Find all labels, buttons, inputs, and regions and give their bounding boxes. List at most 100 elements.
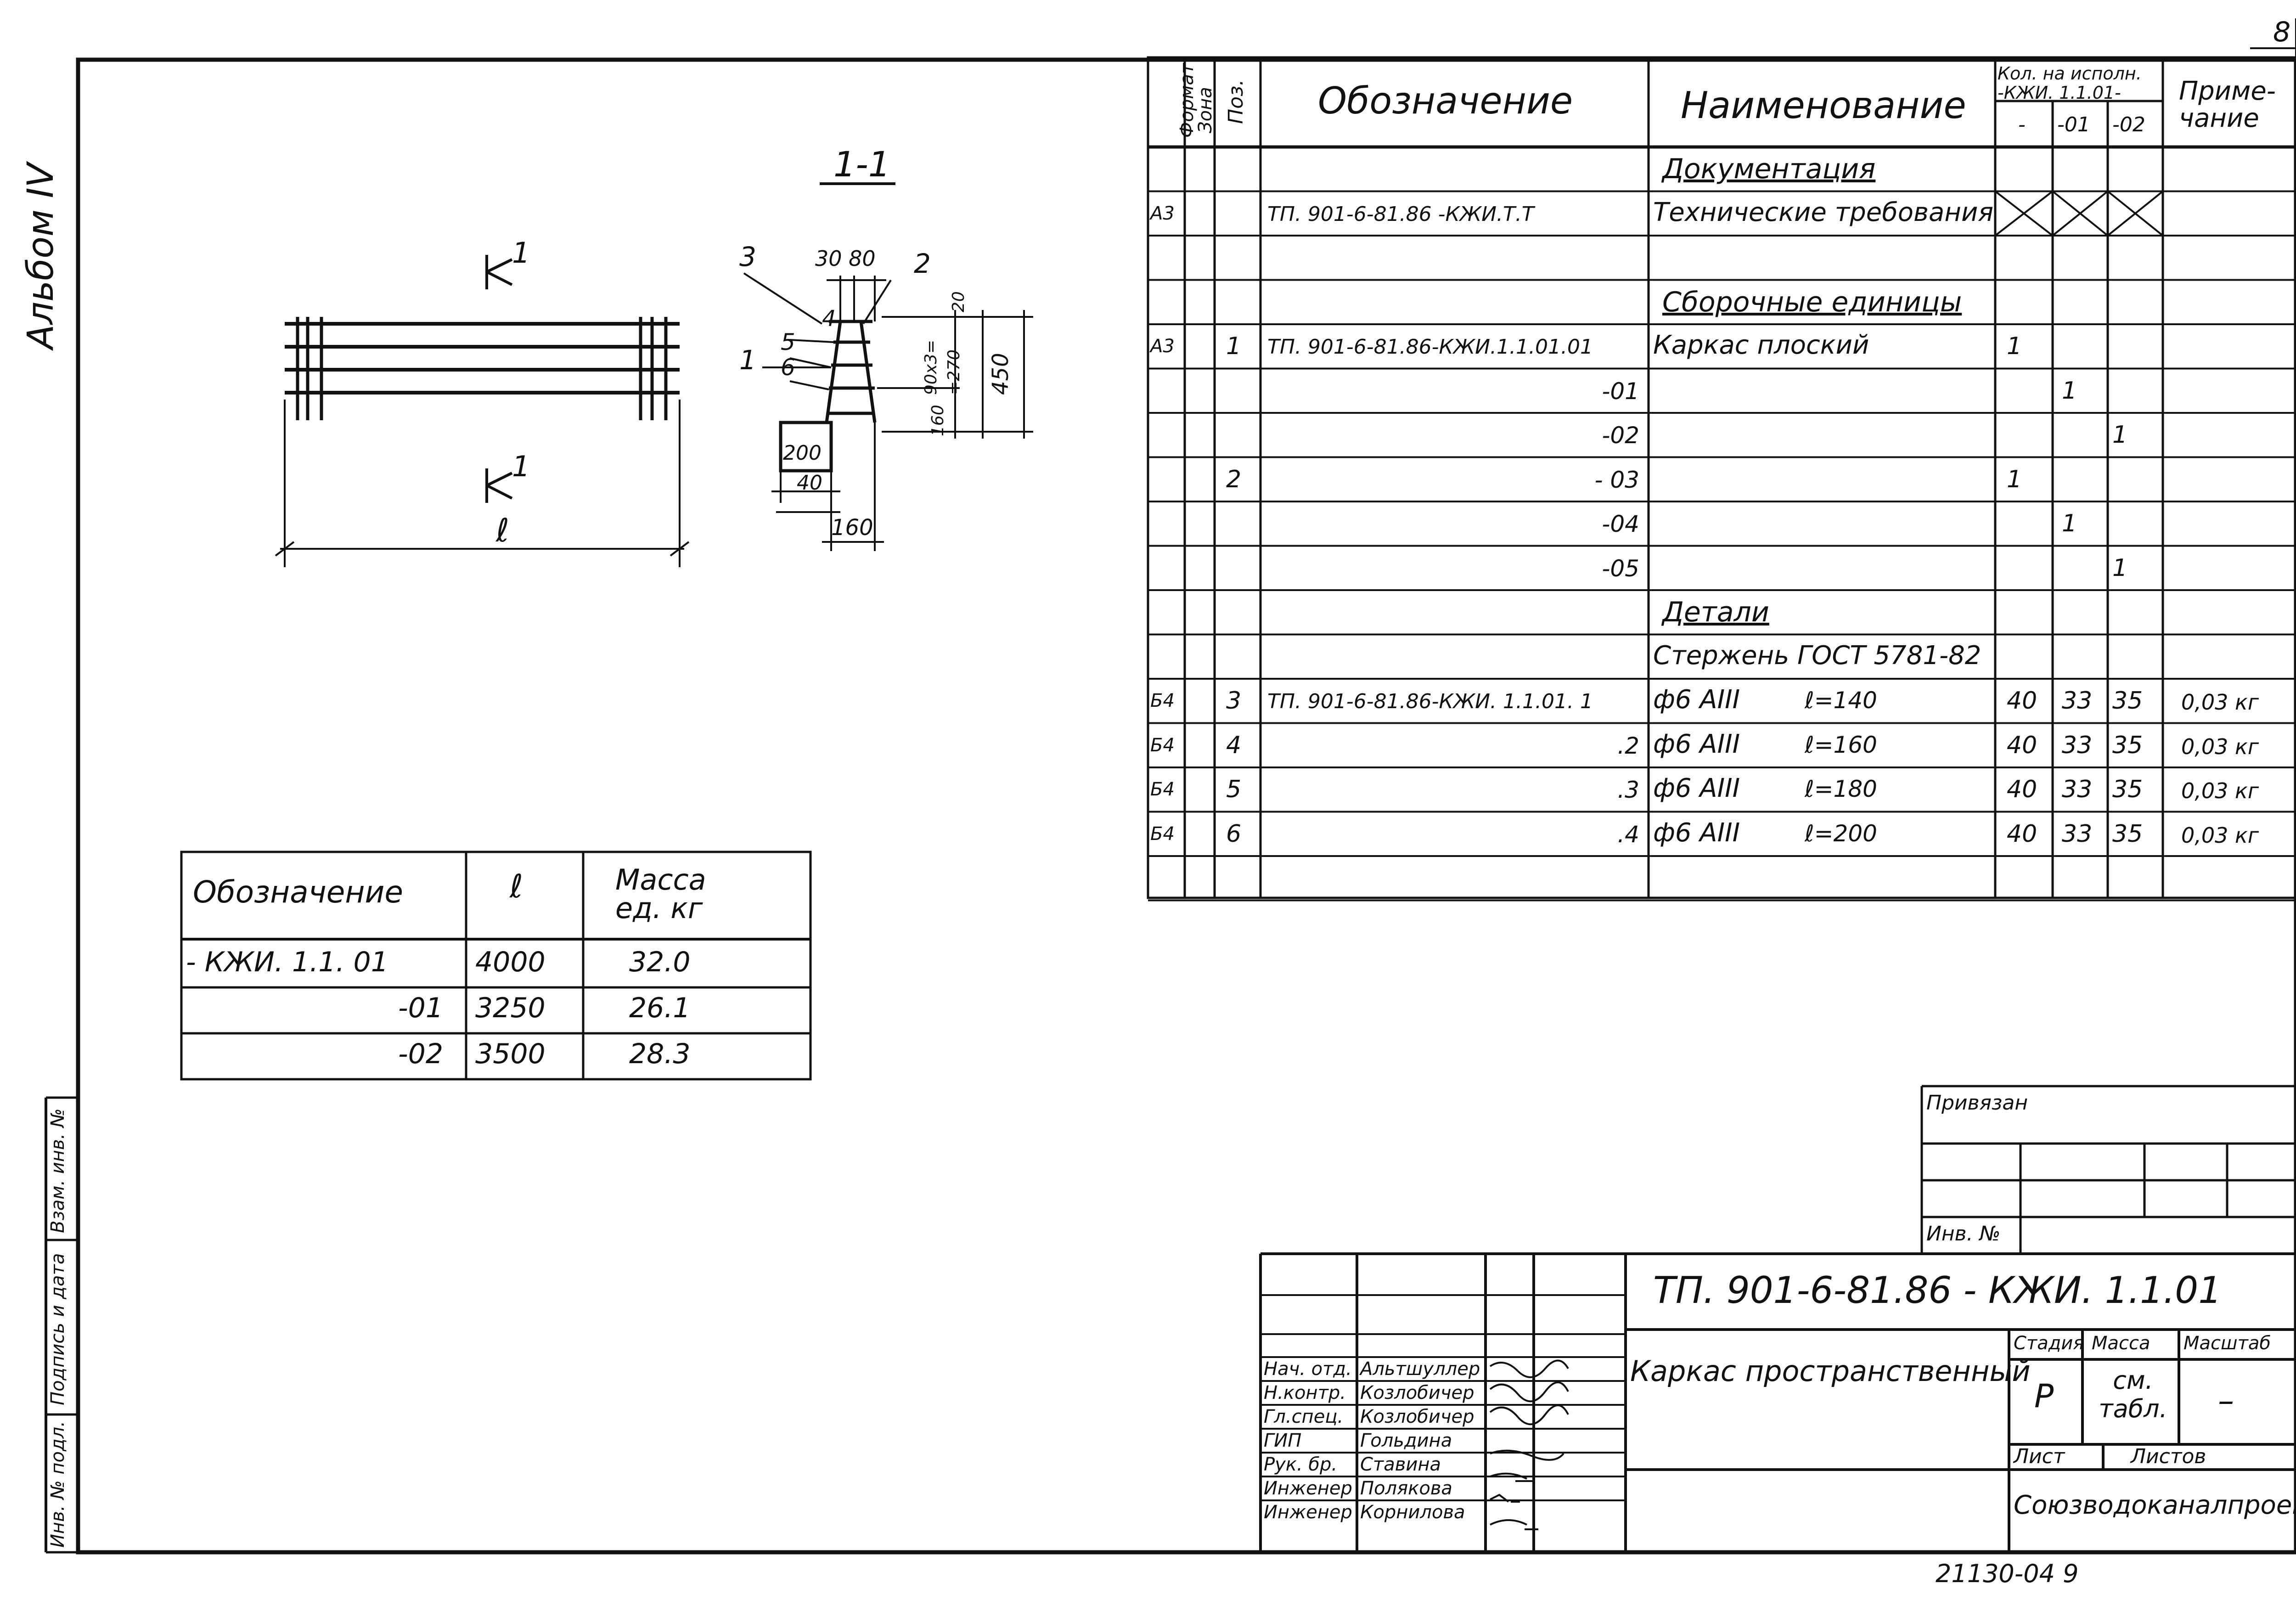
section-pos-4: 4 xyxy=(822,306,836,332)
spec-cell-name: Сборочные единицы xyxy=(1662,286,1962,318)
spec-cell-name: Каркас плоский xyxy=(1653,330,1869,360)
page-number: 8 xyxy=(2273,16,2291,48)
staff-role: Инженер xyxy=(1264,1478,1352,1499)
section-dim-top: 30 80 xyxy=(815,246,876,271)
spec-cross-line xyxy=(2052,190,2109,237)
mass-label: Масса xyxy=(2092,1333,2150,1354)
spec-cell-designation: -01 xyxy=(1602,378,1639,405)
spec-header-format: Формат xyxy=(1176,63,1198,138)
staff-name: Альтшуллер xyxy=(1360,1358,1480,1380)
spec-cell-pos: 2 xyxy=(1226,465,1242,493)
staff-name: Ставина xyxy=(1360,1454,1441,1475)
spec-cell-designation: -05 xyxy=(1602,555,1639,582)
spec-header-qty-col-1: - xyxy=(2018,113,2026,136)
spec-cell-qty-3: 35 xyxy=(2112,687,2143,715)
spec-cell-qty-3: 1 xyxy=(2112,421,2128,449)
spec-cell-name: Технические требования xyxy=(1653,197,1994,227)
staff-role: ГИП xyxy=(1264,1430,1302,1451)
spec-cell-note: 0,03 кг xyxy=(2181,823,2259,848)
section-dim-40: 40 xyxy=(797,471,822,495)
length-dimension-label: ℓ xyxy=(496,512,509,549)
spec-cell-designation: .2 xyxy=(1617,732,1639,759)
section-pos-2: 2 xyxy=(914,248,931,279)
spec-cell-designation: -02 xyxy=(1602,422,1639,449)
staff-role: Гл.спец. xyxy=(1264,1406,1344,1427)
mass-header-designation: Обозначение xyxy=(193,874,403,910)
mass-header-mass: Масса ед. кг xyxy=(615,863,706,925)
spec-cell-note: 0,03 кг xyxy=(2181,778,2259,803)
spec-cell-designation: - 03 xyxy=(1594,466,1639,493)
section-mark-bottom: 1 xyxy=(512,450,530,483)
spec-header-zone: Зона xyxy=(1195,87,1216,133)
spec-cell-name: ф6 АIII xyxy=(1653,729,1740,759)
section-dim-450: 450 xyxy=(988,353,1013,395)
staff-name: Гольдина xyxy=(1360,1430,1452,1451)
mass-cell-length: 3250 xyxy=(475,992,546,1024)
spec-cell-qty-3: 35 xyxy=(2112,820,2143,848)
spec-cell-length: ℓ=180 xyxy=(1805,776,1877,802)
spec-header-qty-col-3: -02 xyxy=(2112,113,2145,136)
spec-cell-qty-3: 35 xyxy=(2112,731,2143,759)
spec-cell-format: А3 xyxy=(1150,203,1175,224)
spec-cell-name: Детали xyxy=(1662,596,1769,628)
spec-cell-name: Стержень ГОСТ 5781-82 xyxy=(1653,640,1981,671)
section-title: 1-1 xyxy=(833,144,891,185)
spec-cell-pos: 3 xyxy=(1226,687,1242,715)
stage-value: Р xyxy=(2034,1377,2054,1415)
spec-cell-pos: 4 xyxy=(1226,731,1242,759)
section-dim-200: 200 xyxy=(783,441,822,465)
spec-cell-qty-1: 1 xyxy=(2007,465,2022,493)
sheets-label: Листов xyxy=(2131,1445,2206,1468)
mass-cell-mass: 26.1 xyxy=(629,992,691,1024)
spec-cell-qty-1: 40 xyxy=(2007,820,2037,848)
staff-name: Полякова xyxy=(1360,1478,1452,1499)
spec-cell-length: ℓ=140 xyxy=(1805,687,1877,714)
staff-role: Н.контр. xyxy=(1264,1382,1346,1403)
spec-header-pos: Поз. xyxy=(1224,79,1248,124)
spec-cell-designation: -04 xyxy=(1602,511,1639,537)
spec-cell-format: Б4 xyxy=(1150,734,1175,756)
mass-value: см. табл. xyxy=(2099,1366,2167,1424)
section-mark-top: 1 xyxy=(512,236,530,270)
staff-name: Корнилова xyxy=(1360,1502,1465,1523)
mass-cell-length: 4000 xyxy=(475,946,546,978)
spec-cell-qty-2: 33 xyxy=(2062,820,2093,848)
scale-value: – xyxy=(2218,1382,2234,1420)
margin-stamp-inv-original: Инв. № подл. xyxy=(47,1421,68,1548)
mass-cell-mass: 32.0 xyxy=(629,946,691,978)
spec-cell-designation: ТП. 901-6-81.86 -КЖИ.Т.Т xyxy=(1267,202,1534,226)
spec-cell-qty-2: 33 xyxy=(2062,776,2093,803)
spec-cross-line xyxy=(2107,190,2164,237)
document-code: ТП. 901-6-81.86 - КЖИ. 1.1.01 xyxy=(1653,1269,2222,1312)
margin-stamp-replaces-inv: Взам. инв. № xyxy=(47,1108,68,1233)
spec-header-qty-group: Кол. на исполн. -КЖИ. 1.1.01- xyxy=(1998,63,2142,103)
organization-name: Союзводоканалпроект xyxy=(2014,1490,2296,1520)
margin-stamp-signature-date: Подпись и дата xyxy=(47,1253,68,1405)
mass-cell-designation: - КЖИ. 1.1. 01 xyxy=(186,946,388,978)
spec-cell-qty-2: 1 xyxy=(2062,510,2077,537)
spec-cell-format: А3 xyxy=(1150,336,1175,357)
sheet-label: Лист xyxy=(2014,1445,2065,1468)
spec-cell-qty-3: 1 xyxy=(2112,554,2128,582)
staff-name: Козлобичер xyxy=(1360,1382,1474,1403)
document-name: Каркас пространственный xyxy=(1630,1354,2031,1388)
spec-cell-qty-3: 35 xyxy=(2112,776,2143,803)
staff-role: Рук. бр. xyxy=(1264,1454,1338,1475)
section-pos-5: 5 xyxy=(781,329,795,355)
spec-cell-qty-1: 40 xyxy=(2007,731,2037,759)
section-dim-20: 20 xyxy=(949,291,968,312)
spec-cell-note: 0,03 кг xyxy=(2181,690,2259,715)
spec-cell-qty-1: 40 xyxy=(2007,687,2037,715)
spec-cell-length: ℓ=200 xyxy=(1805,820,1877,847)
stage-label: Стадия xyxy=(2014,1333,2084,1354)
spec-header-name: Наименование xyxy=(1681,84,1966,127)
scale-label: Масштаб xyxy=(2183,1333,2271,1354)
staff-role: Инженер xyxy=(1264,1502,1352,1523)
binding-label: Привязан xyxy=(1926,1091,2028,1115)
spec-cell-qty-1: 40 xyxy=(2007,776,2037,803)
staff-role: Нач. отд. xyxy=(1264,1358,1352,1380)
section-dim-270: =270 xyxy=(945,349,963,395)
spec-cell-format: Б4 xyxy=(1150,690,1175,711)
